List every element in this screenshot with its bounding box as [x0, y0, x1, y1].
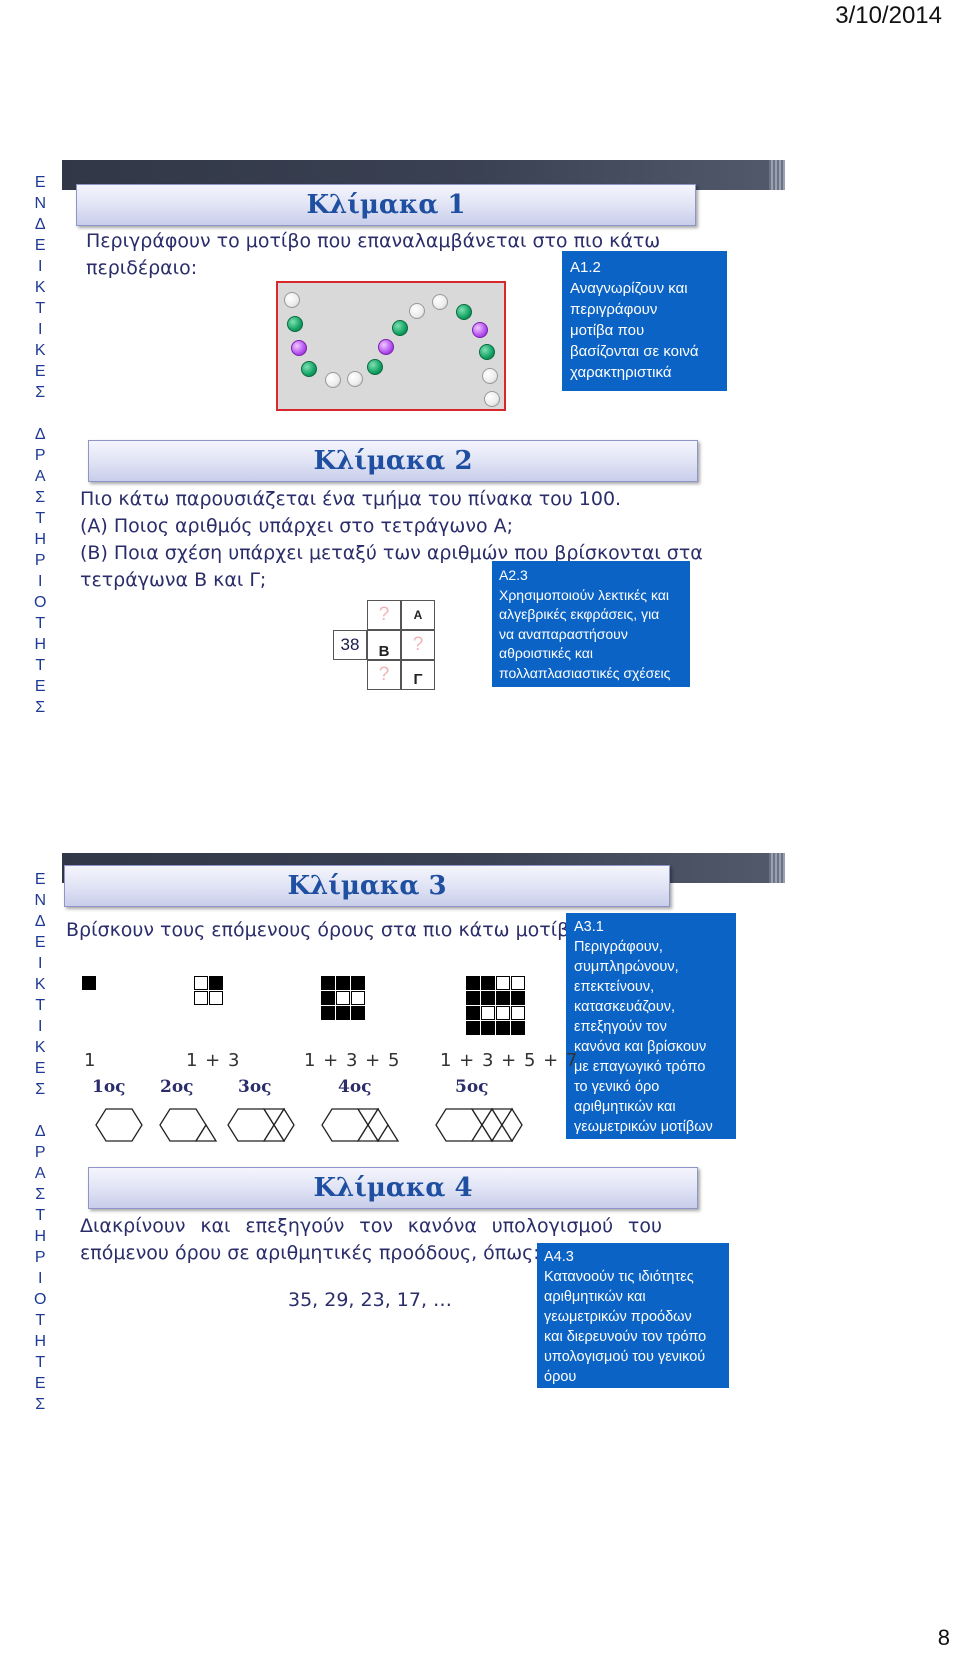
date-header: 3/10/2014 — [835, 2, 942, 29]
ordinal-3: 3ος — [238, 1077, 272, 1097]
bead-green — [287, 316, 303, 332]
grid-cell-c: Γ — [401, 660, 435, 690]
bead-green — [392, 320, 408, 336]
ordinal-5: 5ος — [455, 1077, 489, 1097]
bead-white — [325, 372, 341, 388]
bead-white — [284, 292, 300, 308]
necklace-image — [276, 281, 506, 411]
page-number: 8 — [937, 1625, 950, 1650]
bead-green — [479, 344, 495, 360]
level-3-text: Βρίσκουν τους επόμενους όρους στα πιο κά… — [66, 919, 589, 941]
ordinal-1: 1ος — [92, 1077, 126, 1097]
objective-box-a1-2: Α1.2 Αναγνωρίζουν και περιγράφουν μοτίβα… — [562, 251, 727, 391]
slide-2: Ε Ν Δ Ε Ι Κ Τ Ι Κ Ε Σ Δ Ρ Α Σ Τ Η Ρ Ι Ο … — [10, 853, 785, 1413]
pattern-sum-4: 1 + 3 + 5 + 7 — [440, 1050, 579, 1071]
bead-green — [301, 361, 317, 377]
hexagon-pattern-row — [95, 1107, 523, 1143]
bead-green — [456, 304, 472, 320]
slide-sidebar: Ε Ν Δ Ε Ι Κ Τ Ι Κ Ε Σ Δ Ρ Α Σ Τ Η Ρ Ι Ο … — [10, 853, 62, 1413]
sidebar-letters: Ε Ν Δ Ε Ι Κ Τ Ι Κ Ε Σ Δ Ρ Α Σ Τ Η Ρ Ι Ο … — [34, 174, 47, 716]
pattern-sum-2: 1 + 3 — [186, 1050, 241, 1071]
ordinal-4: 4ος — [338, 1077, 372, 1097]
bead-white — [482, 368, 498, 384]
level-3-title: Κλίμακα 3 — [64, 865, 670, 907]
pattern-sum-3: 1 + 3 + 5 — [304, 1050, 401, 1071]
level-4-text: Διακρίνουν και επεξηγούν τον κανόνα υπολ… — [80, 1215, 662, 1264]
grid-cell-b: Β — [367, 630, 401, 660]
bead-purple — [291, 340, 307, 356]
level-1-text: Περιγράφουν το μοτίβο που επαναλαμβάνετα… — [86, 230, 661, 279]
arithmetic-sequence: 35, 29, 23, 17, … — [288, 1289, 453, 1311]
objective-box-a2-3: Α2.3 Χρησιμοποιούν λεκτικές και αλγεβρικ… — [492, 561, 690, 687]
grid-cell-question: ? — [367, 600, 401, 630]
bead-white — [409, 303, 425, 319]
slide-1: Ε Ν Δ Ε Ι Κ Τ Ι Κ Ε Σ Δ Ρ Α Σ Τ Η Ρ Ι Ο … — [10, 160, 785, 716]
bead-white — [432, 294, 448, 310]
grid-cell-a: Α — [401, 600, 435, 630]
grid-cell-question: ? — [367, 660, 401, 690]
bead-white — [484, 391, 500, 407]
sidebar-letters: Ε Ν Δ Ε Ι Κ Τ Ι Κ Ε Σ Δ Ρ Α Σ Τ Η Ρ Ι Ο … — [34, 871, 47, 1413]
bead-purple — [472, 322, 488, 338]
bead-white — [347, 371, 363, 387]
pattern-sum-1: 1 — [84, 1050, 97, 1071]
grid-cell-question: ? — [401, 630, 435, 660]
level-4-title: Κλίμακα 4 — [88, 1167, 698, 1209]
ordinal-2: 2ος — [160, 1077, 194, 1097]
level-1-title: Κλίμακα 1 — [76, 184, 696, 226]
grid-cell-38: 38 — [333, 630, 367, 660]
objective-box-a4-3: Α4.3 Κατανοούν τις ιδιότητες αριθμητικών… — [537, 1243, 729, 1388]
level-2-text: Πιο κάτω παρουσιάζεται ένα τμήμα του πίν… — [80, 488, 703, 591]
bead-green — [367, 359, 383, 375]
bead-purple — [378, 339, 394, 355]
level-2-title: Κλίμακα 2 — [88, 440, 698, 482]
slide-sidebar: Ε Ν Δ Ε Ι Κ Τ Ι Κ Ε Σ Δ Ρ Α Σ Τ Η Ρ Ι Ο … — [10, 160, 62, 716]
hundred-chart-fragment: ? Α 38 Β ? ? Γ — [333, 600, 443, 700]
objective-box-a3-1: Α3.1 Περιγράφουν, συμπληρώνουν, επεκτείν… — [566, 913, 736, 1139]
